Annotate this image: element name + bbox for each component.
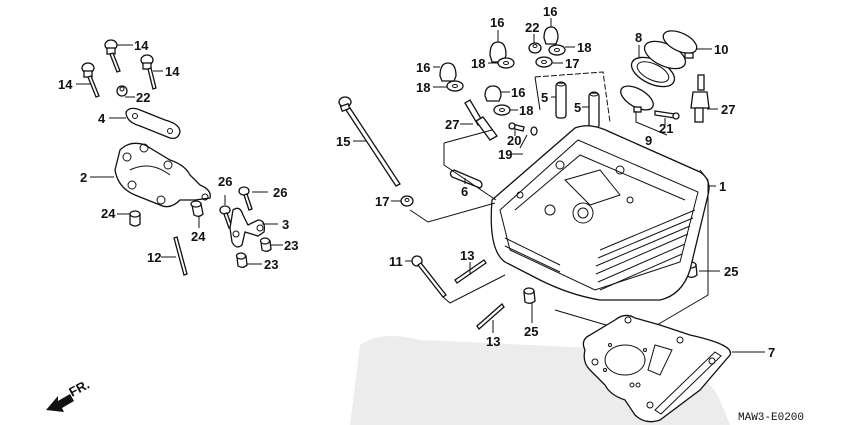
bolt-14-top[interactable] <box>104 39 121 73</box>
label-13[interactable]: 13 <box>486 334 500 349</box>
label-9[interactable]: 9 <box>645 133 652 148</box>
label-4[interactable]: 4 <box>98 111 106 126</box>
label-1[interactable]: 1 <box>719 179 726 194</box>
label-22[interactable]: 22 <box>525 20 539 35</box>
dowel-25-lower[interactable] <box>523 287 536 304</box>
label-25[interactable]: 25 <box>524 324 538 339</box>
label-23[interactable]: 23 <box>264 257 278 272</box>
leader-lines <box>76 18 765 353</box>
label-26[interactable]: 26 <box>218 174 232 189</box>
label-18[interactable]: 18 <box>577 40 591 55</box>
washer-19[interactable] <box>530 126 538 136</box>
label-27[interactable]: 27 <box>445 117 459 132</box>
label-5[interactable]: 5 <box>574 100 581 115</box>
nut-22-top[interactable] <box>528 42 542 54</box>
label-7[interactable]: 7 <box>768 345 775 360</box>
label-14[interactable]: 14 <box>165 64 180 79</box>
bolt-11[interactable] <box>411 255 447 298</box>
bolt-15[interactable] <box>338 96 401 187</box>
valve-guide-5-left[interactable] <box>555 81 567 119</box>
label-17[interactable]: 17 <box>375 194 389 209</box>
spark-plug-27-left[interactable] <box>464 99 498 141</box>
label-22[interactable]: 22 <box>136 90 150 105</box>
label-25[interactable]: 25 <box>724 264 738 279</box>
valve-guide-5-right[interactable] <box>588 91 600 129</box>
cylinder-head-1[interactable] <box>490 125 710 301</box>
front-arrow-icon <box>46 394 74 412</box>
bolt-14-right[interactable] <box>140 54 157 90</box>
label-19[interactable]: 19 <box>498 147 512 162</box>
bolt-14-left[interactable] <box>81 62 100 98</box>
label-10[interactable]: 10 <box>714 42 728 57</box>
label-27[interactable]: 27 <box>721 102 735 117</box>
rocker-arm-3[interactable] <box>229 207 266 248</box>
washer-18-c[interactable] <box>493 104 511 116</box>
cap-16-b[interactable] <box>439 62 457 82</box>
dowel-23-lower[interactable] <box>235 252 248 268</box>
label-14[interactable]: 14 <box>58 77 73 92</box>
clamp-10[interactable] <box>660 26 700 59</box>
label-3[interactable]: 3 <box>282 217 289 232</box>
label-18[interactable]: 18 <box>416 80 430 95</box>
label-2[interactable]: 2 <box>80 170 87 185</box>
label-24[interactable]: 24 <box>191 229 206 244</box>
stud-13-lower[interactable] <box>476 303 505 330</box>
diagram-code: MAW3-E0200 <box>738 412 804 424</box>
label-16[interactable]: 16 <box>511 85 525 100</box>
washer-18-d[interactable] <box>548 44 566 56</box>
head-gasket-7[interactable] <box>582 314 732 423</box>
washer-18-a[interactable] <box>497 57 515 69</box>
label-21[interactable]: 21 <box>659 121 673 136</box>
screw-21[interactable] <box>654 110 680 120</box>
dowel-23-upper[interactable] <box>259 237 272 252</box>
label-6[interactable]: 6 <box>461 184 468 199</box>
label-11[interactable]: 11 <box>389 254 403 269</box>
rocker-arm-holder-2[interactable] <box>114 142 211 208</box>
washer-17-left[interactable] <box>400 195 414 207</box>
label-24[interactable]: 24 <box>101 206 116 221</box>
stud-12[interactable] <box>173 236 188 276</box>
label-13[interactable]: 13 <box>460 248 474 263</box>
spark-plug-27-right[interactable] <box>690 74 710 123</box>
label-5[interactable]: 5 <box>541 90 548 105</box>
label-18[interactable]: 18 <box>471 56 485 71</box>
washer-17-top[interactable] <box>535 56 553 68</box>
cap-16-c[interactable] <box>484 85 502 102</box>
label-12[interactable]: 12 <box>147 250 161 265</box>
label-15[interactable]: 15 <box>336 134 350 149</box>
clamp-9[interactable] <box>617 81 657 115</box>
cap-16-a[interactable] <box>489 41 507 63</box>
label-16[interactable]: 16 <box>416 60 430 75</box>
label-16[interactable]: 16 <box>490 15 504 30</box>
bolt-26-right[interactable] <box>238 186 253 211</box>
label-23[interactable]: 23 <box>284 238 298 253</box>
label-20[interactable]: 20 <box>507 133 521 148</box>
dowel-24-left[interactable] <box>129 210 141 227</box>
label-16[interactable]: 16 <box>543 4 557 19</box>
dowel-24-right[interactable] <box>190 200 204 217</box>
label-8[interactable]: 8 <box>635 30 642 45</box>
label-18[interactable]: 18 <box>519 103 533 118</box>
label-26[interactable]: 26 <box>273 185 287 200</box>
label-14[interactable]: 14 <box>134 38 149 53</box>
plate-4[interactable] <box>125 107 181 140</box>
nut-22-left[interactable] <box>116 85 128 97</box>
front-direction-indicator: FR. <box>46 377 92 412</box>
washer-18-b[interactable] <box>446 80 464 92</box>
part-labels: 14 14 14 22 4 2 24 24 26 26 3 23 23 12 1… <box>58 4 775 360</box>
label-17[interactable]: 17 <box>565 56 579 71</box>
bolt-20[interactable] <box>508 122 525 132</box>
cap-16-d[interactable] <box>543 26 559 45</box>
